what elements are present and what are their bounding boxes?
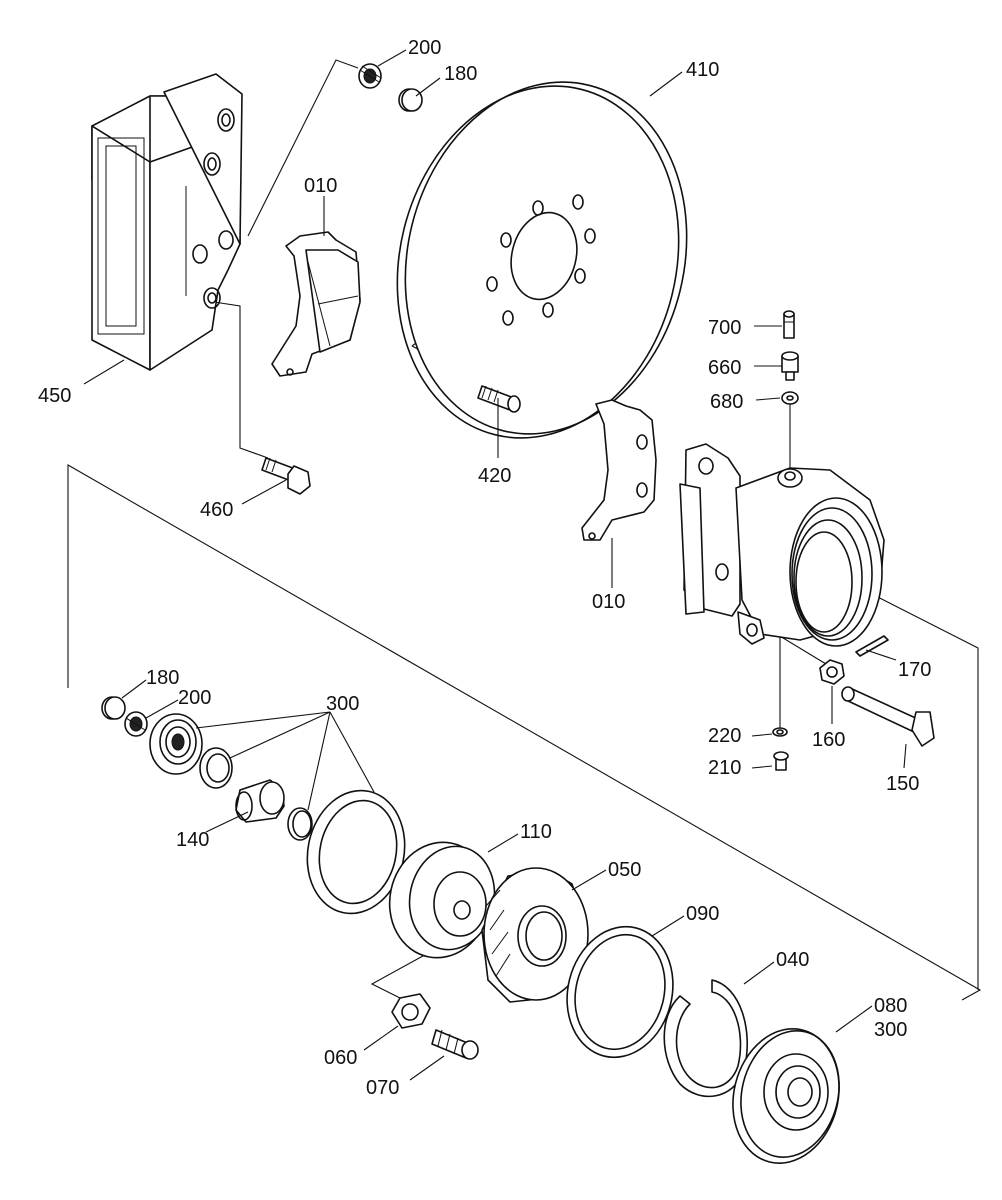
nut-160: [819, 659, 845, 685]
washer-680: [781, 391, 799, 405]
screw-070: [431, 1029, 479, 1060]
cap-180-top: [398, 88, 423, 112]
needle-bearing-200-top: [358, 63, 382, 89]
label-680: 680: [710, 391, 743, 413]
bolt-150: [841, 686, 935, 747]
adjuster-050: [481, 867, 589, 1003]
label-010-right: 010: [592, 591, 625, 613]
label-080: 080: [874, 995, 907, 1017]
label-160: 160: [812, 729, 845, 751]
ring-090: [566, 925, 674, 1059]
brake-pad-010-top: [271, 231, 361, 377]
needle-bearing-200-bottom: [124, 711, 148, 737]
label-170: 170: [898, 659, 931, 681]
label-300-bottom: 300: [874, 1019, 907, 1041]
cotter-pin-170: [855, 635, 889, 657]
label-leaders: [83, 49, 907, 1081]
bushing-140: [235, 779, 285, 823]
label-220: 220: [708, 725, 741, 747]
label-200-bottom: 200: [178, 687, 211, 709]
label-180-bottom: 180: [146, 667, 179, 689]
brake-pad-010-right: [581, 399, 657, 541]
bleeder-screw-700: [783, 310, 795, 339]
dust-seal-300: [149, 713, 203, 775]
label-200-top: 200: [408, 37, 441, 59]
part-number-labels: 410 200 180 010 450 460 420 010 700 660 …: [38, 37, 931, 1099]
label-140: 140: [176, 829, 209, 851]
label-180-top: 180: [444, 63, 477, 85]
caliper-body-450: [91, 73, 243, 371]
label-150: 150: [886, 773, 919, 795]
nut-060: [391, 993, 431, 1029]
washer-220: [772, 727, 788, 737]
screw-210: [773, 751, 789, 771]
label-450: 450: [38, 385, 71, 407]
large-seal-ring-300: [306, 789, 406, 915]
label-660: 660: [708, 357, 741, 379]
label-090: 090: [686, 903, 719, 925]
seal-ring-300: [199, 747, 233, 789]
stud-bolt-420: [477, 385, 521, 413]
label-420: 420: [478, 465, 511, 487]
label-700: 700: [708, 317, 741, 339]
cover-080: [732, 1028, 840, 1164]
caliper-cylinder: [679, 443, 885, 647]
o-ring-300: [287, 807, 313, 841]
label-070: 070: [366, 1077, 399, 1099]
snap-ring-040: [663, 979, 748, 1098]
bleeder-cap-660: [781, 351, 799, 381]
label-300-top: 300: [326, 693, 359, 715]
label-460: 460: [200, 499, 233, 521]
cap-180-bottom: [101, 696, 126, 720]
label-110: 110: [520, 821, 552, 843]
label-410: 410: [686, 59, 719, 81]
label-040: 040: [776, 949, 809, 971]
label-060: 060: [324, 1047, 357, 1069]
brake-disc-410: [396, 81, 688, 439]
label-210: 210: [708, 757, 741, 779]
bolt-460: [261, 457, 311, 495]
label-050: 050: [608, 859, 641, 881]
label-010-top: 010: [304, 175, 337, 197]
